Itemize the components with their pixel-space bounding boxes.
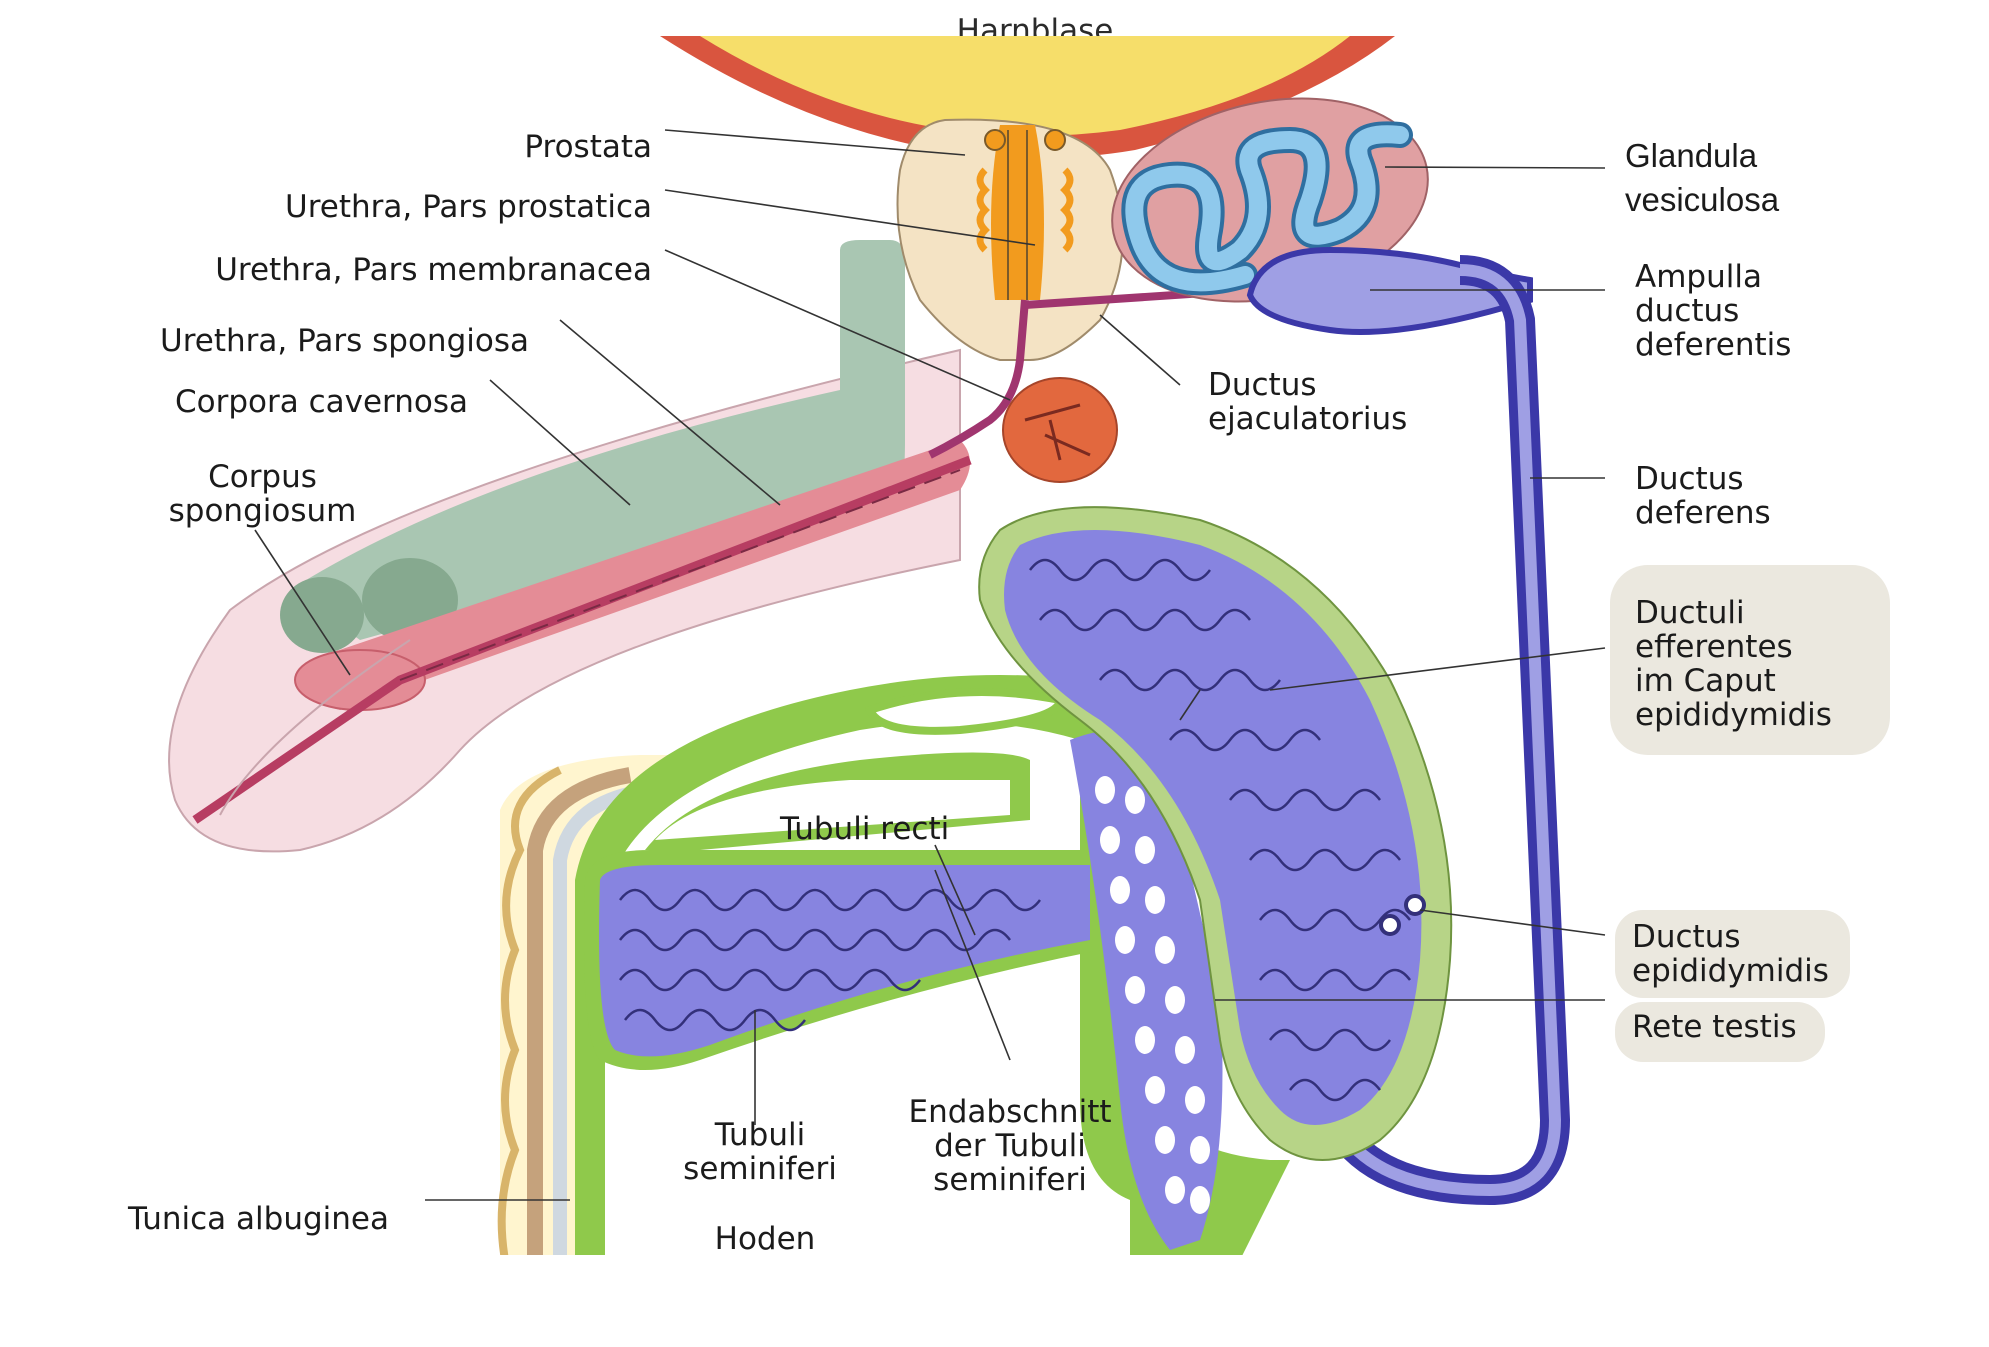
corpora-cavernosa [290, 240, 905, 640]
label-urethra-spongiosa: Urethra, Pars spongiosa [160, 323, 529, 359]
label-ductus-ejaculatorius-line1: Ductus [1208, 367, 1317, 403]
label-corpus-spongiosum-line1: Corpus [208, 459, 317, 495]
rete-testis-holes [1095, 776, 1210, 1214]
label-ductus-ejaculatorius: Ductus ejaculatorius [1208, 368, 1407, 436]
label-ductuli-efferentes: Ductuli efferentes im Caput epididymidis [1635, 596, 1832, 732]
bladder [700, 36, 1350, 136]
prostate-gland-right [1060, 167, 1074, 253]
ductuli-efferentes-box [1610, 565, 1890, 755]
ductus-epididymidis-cut-1 [1404, 894, 1426, 916]
label-tunica-albuginea: Tunica albuginea [128, 1201, 389, 1237]
tubuli-seminiferi [599, 865, 1090, 1057]
vesicle-coil [1125, 125, 1409, 292]
label-ductus-epididymidis: Ductus epididymidis [1632, 920, 1829, 988]
label-tubuli-seminiferi-line1: Tubuli [714, 1117, 806, 1153]
label-ductus-deferens: Ductus deferens [1635, 462, 1771, 530]
bulbourethral-duct [1024, 403, 1091, 461]
label-ampulla: Ampulla ductus deferentis [1635, 260, 1791, 362]
septum-lens [864, 688, 1065, 735]
urethra-membranacea [928, 299, 1029, 459]
harnblase-label: Harnblase [956, 14, 1114, 36]
tubuli-seminiferi-coils [619, 888, 1041, 1032]
label-ampulla-line1: Ampulla [1635, 259, 1762, 295]
prostatic-urethra-lumen [1007, 130, 1028, 300]
label-endabschnitt-line2: der Tubuli [934, 1128, 1086, 1164]
epididymis-coils [1029, 558, 1411, 1102]
label-rete-testis: Rete testis [1632, 1009, 1797, 1045]
label-endabschnitt-line3: seminiferi [933, 1162, 1087, 1198]
label-ductuli-efferentes-line2: efferentes [1635, 629, 1793, 665]
label-ductus-deferens-line2: deferens [1635, 495, 1771, 531]
ductus-epididymidis-box [1615, 910, 1850, 998]
glans-outline [219, 639, 411, 816]
prostate-gland-dot-right [1044, 129, 1066, 151]
label-hoden: Hoden [714, 1221, 816, 1257]
label-endabschnitt-line1: Endabschnitt [908, 1094, 1112, 1130]
label-corpus-spongiosum-line2: spongiosum [168, 493, 357, 529]
label-ductus-epididymidis-line2: epididymidis [1632, 953, 1829, 989]
prostate-gland-dot-left [984, 129, 1006, 151]
label-ductuli-efferentes-line1: Ductuli [1635, 595, 1745, 631]
corpus-spongiosum [308, 440, 970, 710]
label-ductuli-efferentes-line4: epididymidis [1635, 697, 1832, 733]
label-glandula-vesiculosa: Glandula vesiculosa [1625, 134, 1779, 222]
scrotal-wall [497, 766, 562, 1255]
rete-testis-box [1615, 1002, 1825, 1062]
label-tubuli-recti: Tubuli recti [780, 811, 950, 847]
prostatic-urethra [991, 125, 1044, 300]
label-tubuli-seminiferi: Tubuli seminiferi [660, 1118, 860, 1186]
label-glandula-vesiculosa-line1: Glandula [1625, 137, 1758, 174]
prostate-gland-left [976, 167, 990, 253]
label-ampulla-line3: deferentis [1635, 327, 1792, 363]
label-prostata: Prostata [524, 129, 652, 165]
ductus-epididymidis-cut-2 [1379, 914, 1401, 936]
label-tubuli-seminiferi-line2: seminiferi [683, 1151, 837, 1187]
label-corpora-cavernosa: Corpora cavernosa [175, 384, 469, 420]
tunica-layer-brown [527, 767, 632, 1255]
label-ampulla-line2: ductus [1635, 293, 1740, 329]
label-ductus-deferens-line1: Ductus [1635, 461, 1744, 497]
ductus-deferens-lumen [1335, 264, 1562, 1197]
septum-space-upper [655, 780, 1010, 840]
label-ductus-epididymidis-line1: Ductus [1632, 919, 1741, 955]
label-corpus-spongiosum: Corpus spongiosum [155, 460, 370, 528]
epididymis-duct-mass [1004, 530, 1422, 1125]
cavernosum-cut-1 [280, 577, 364, 653]
label-glandula-vesiculosa-line2: vesiculosa [1625, 181, 1780, 218]
urethra-dashed [399, 469, 961, 681]
leader-lines [254, 129, 1606, 1201]
label-ductuli-efferentes-line3: im Caput [1635, 663, 1776, 699]
label-urethra-membranacea: Urethra, Pars membranacea [215, 252, 652, 288]
label-ductus-ejaculatorius-line2: ejaculatorius [1208, 401, 1408, 437]
bulbourethral-gland [1002, 377, 1118, 483]
label-endabschnitt: Endabschnitt der Tubuli seminiferi [895, 1095, 1125, 1197]
label-urethra-prostatica: Urethra, Pars prostatica [285, 189, 652, 225]
